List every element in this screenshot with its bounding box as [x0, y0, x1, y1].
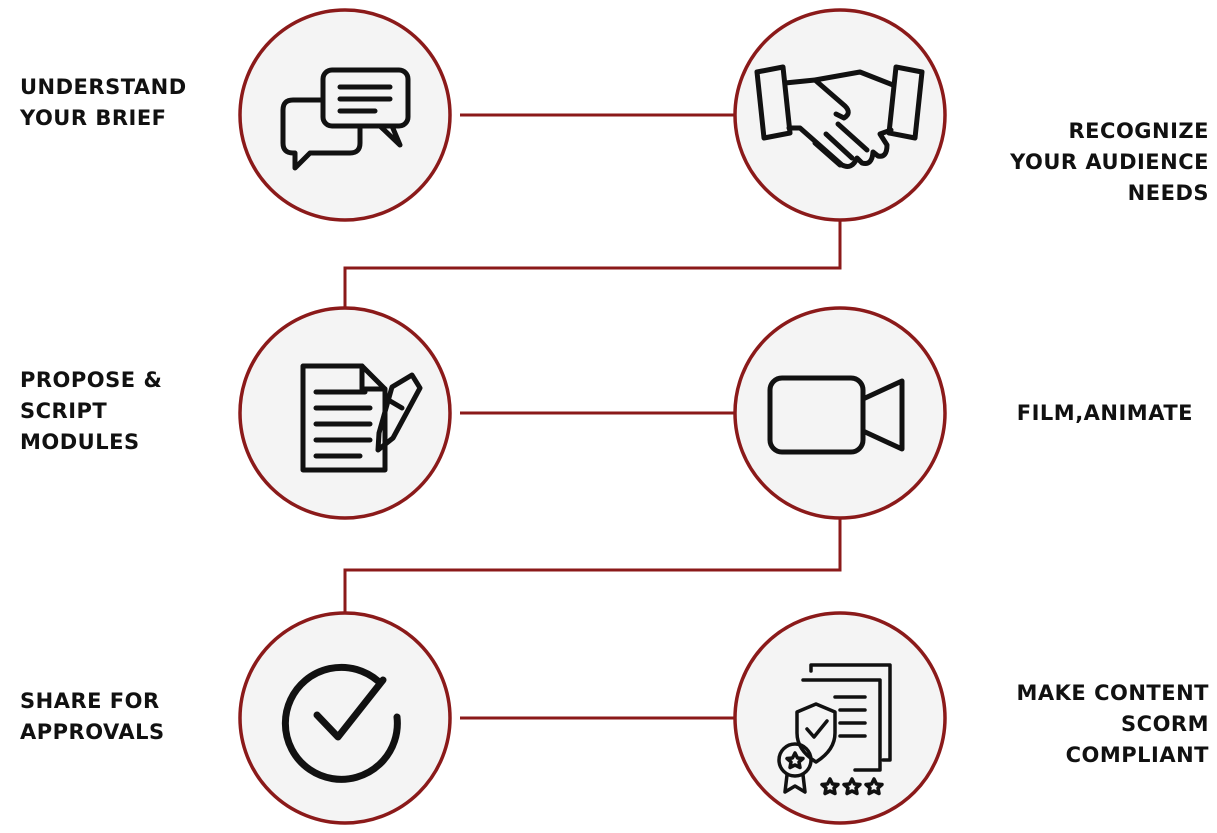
step-6-label-line-2: SCORM: [1121, 712, 1209, 736]
video-camera-icon: [767, 375, 905, 455]
step-1-label-line-1: UNDERSTAND: [20, 75, 187, 99]
step-1-circle: [238, 8, 452, 222]
step-2-label-line-3: NEEDS: [1127, 181, 1209, 205]
step-5-label-line-2: APPROVALS: [20, 720, 165, 744]
step-1-label: UNDERSTAND YOUR BRIEF: [20, 72, 187, 134]
step-1-label-line-2: YOUR BRIEF: [20, 106, 167, 130]
step-4-label: FILM,ANIMATE: [1017, 398, 1193, 429]
chat-bubbles-icon: [280, 67, 411, 171]
step-4-circle: [733, 306, 947, 520]
step-6-circle: [733, 611, 947, 825]
step-2-label: RECOGNIZE YOUR AUDIENCE NEEDS: [1010, 116, 1209, 209]
document-pen-icon: [300, 363, 423, 473]
step-2-label-line-2: YOUR AUDIENCE: [1010, 150, 1209, 174]
step-3-label-line-2: SCRIPT: [20, 399, 108, 423]
connector-4-5: [343, 518, 842, 615]
step-5-circle: [238, 611, 452, 825]
step-6-label: MAKE CONTENT SCORM COMPLIANT: [1017, 678, 1210, 771]
step-5-label-line-1: SHARE FOR: [20, 689, 160, 713]
step-6-label-line-1: MAKE CONTENT: [1016, 681, 1209, 705]
certificate-badge-icon: [777, 663, 892, 796]
step-3-label: PROPOSE & SCRIPT MODULES: [20, 365, 162, 458]
connector-2-3: [343, 220, 842, 312]
step-3-label-line-3: MODULES: [20, 430, 140, 454]
step-3-label-line-1: PROPOSE &: [20, 368, 163, 392]
step-2-label-line-1: RECOGNIZE: [1068, 119, 1209, 143]
step-4-label-line-1: FILM,ANIMATE: [1016, 401, 1193, 425]
step-5-label: SHARE FOR APPROVALS: [20, 686, 165, 748]
handshake-icon: [754, 64, 925, 169]
step-6-label-line-3: COMPLIANT: [1065, 743, 1209, 767]
step-3-circle: [238, 306, 452, 520]
checkmark-circle-icon: [281, 663, 401, 783]
